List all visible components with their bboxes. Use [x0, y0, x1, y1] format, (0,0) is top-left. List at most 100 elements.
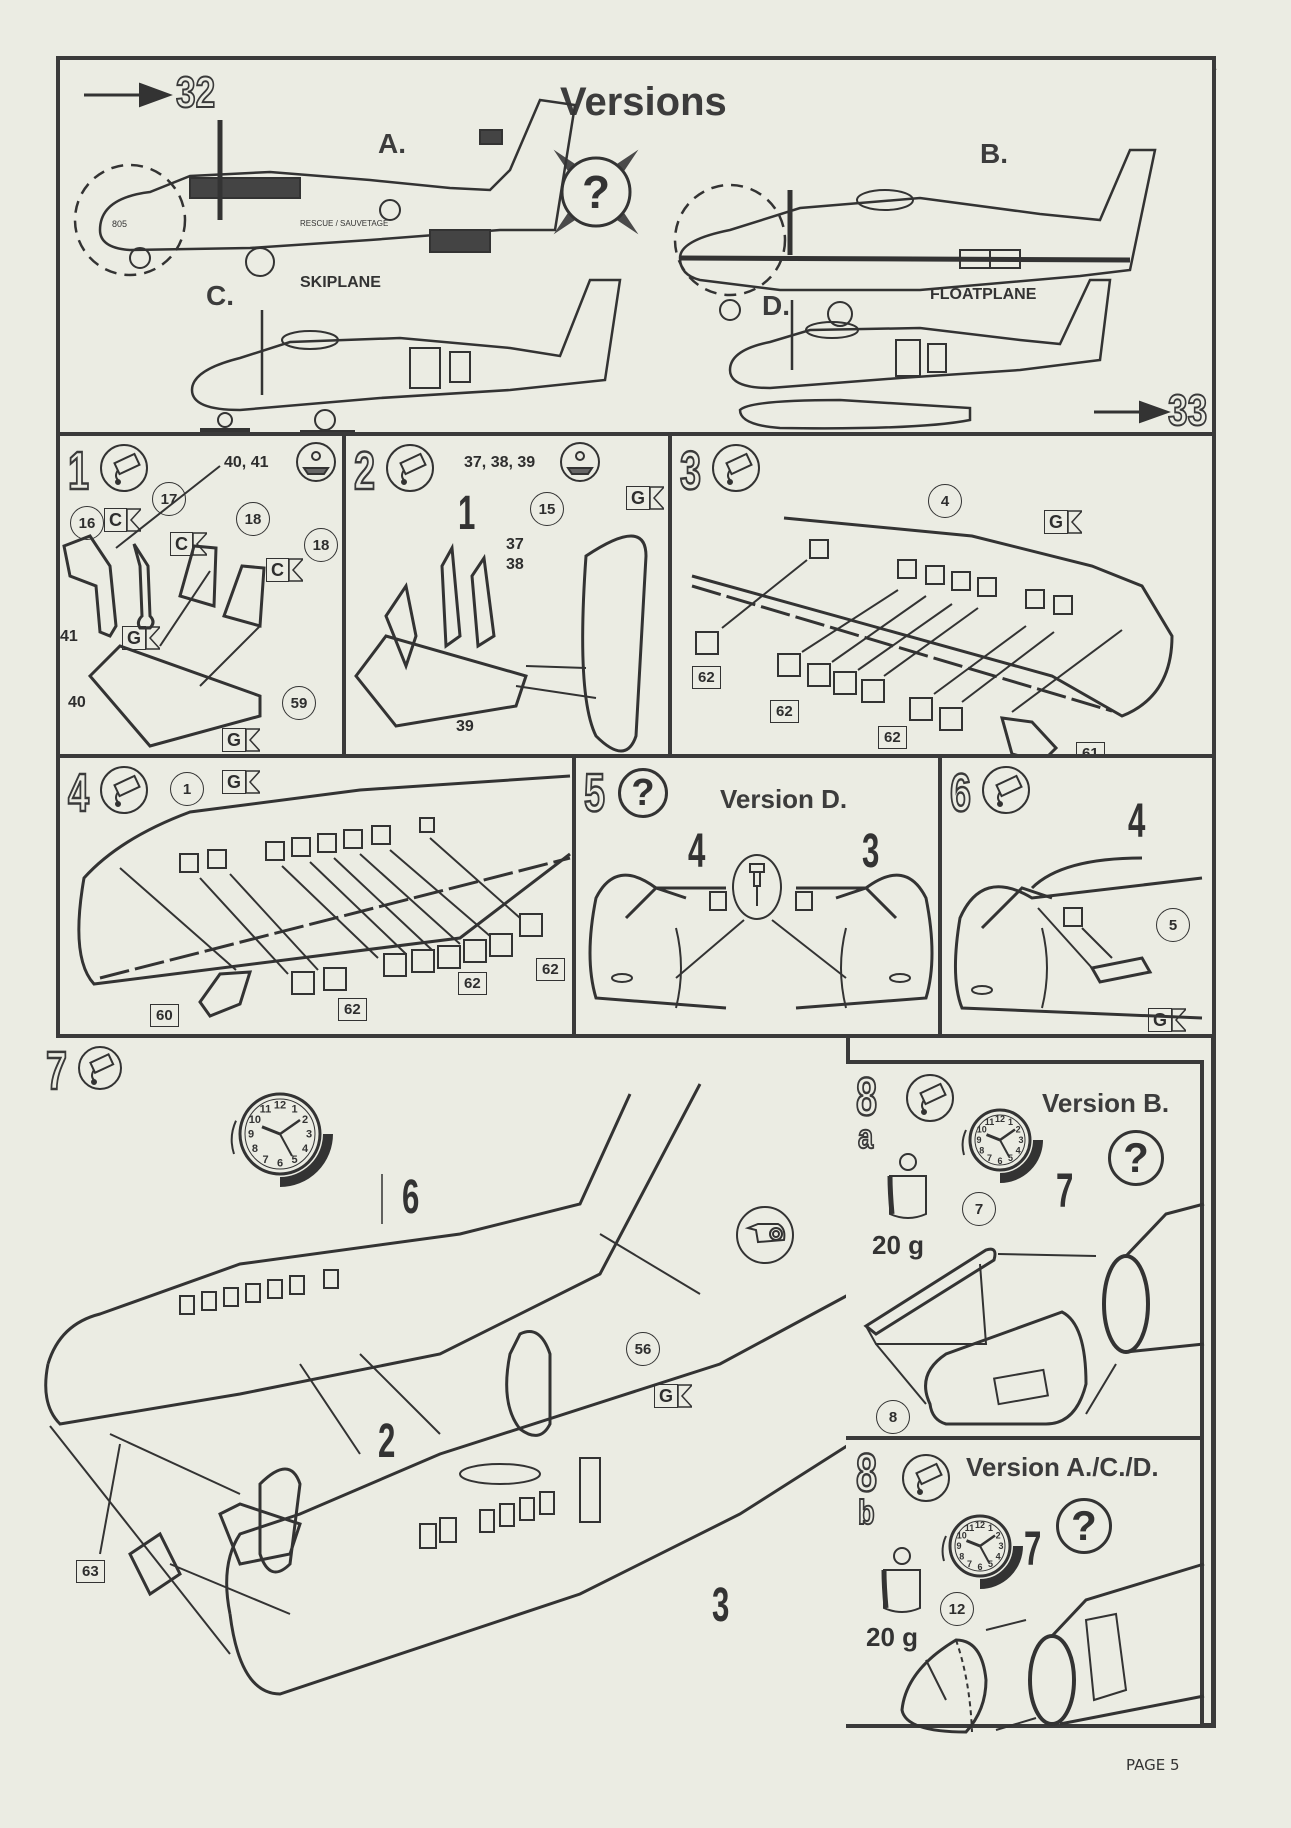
- glue-tube-icon: [982, 766, 1030, 814]
- clock-arc: [999, 1139, 1043, 1183]
- clock-numeral: 9: [956, 1541, 961, 1551]
- part-number: 56: [626, 1332, 660, 1366]
- glue-tube-icon: [100, 444, 148, 492]
- step-heading: Version A./C./D.: [966, 1452, 1159, 1482]
- color-flag: G: [626, 486, 665, 510]
- part-box-label: 62: [536, 958, 565, 981]
- step-1-panel: 1 40, 41 16 17 18 18 C C C G G 41 40 59: [56, 432, 346, 758]
- version-b-label: B.: [980, 138, 1008, 169]
- clock-numeral: 3: [1018, 1135, 1023, 1145]
- fuselage-half-drawing: [77, 774, 571, 1018]
- plane-d-drawing: [728, 278, 1112, 430]
- clock-numeral: 9: [976, 1135, 981, 1145]
- part-box-label: 62: [770, 700, 799, 723]
- fuselage-half-drawing: [691, 516, 1174, 764]
- part-number: 1: [170, 772, 204, 806]
- part-number: 18: [236, 502, 270, 536]
- clock-second-hand: [979, 1545, 990, 1563]
- clock-numeral: 2: [996, 1531, 1001, 1541]
- clock-numeral: 2: [1016, 1125, 1021, 1135]
- svg-text:RESCUE / SAUVETAGE: RESCUE / SAUVETAGE: [300, 219, 388, 228]
- svg-text:?: ?: [582, 166, 610, 218]
- glue-tube-icon: [712, 444, 760, 492]
- color-flag: G: [1044, 510, 1083, 534]
- svg-text:805: 805: [112, 219, 127, 229]
- drill-icon: [732, 854, 782, 920]
- part-number: 5: [1156, 908, 1190, 942]
- part-number: 16: [70, 506, 104, 540]
- step-number: 6: [949, 763, 972, 823]
- glue-tube-icon: [78, 1046, 122, 1090]
- cockpit-drawing: [62, 465, 266, 748]
- clock-numeral: 3: [306, 1129, 312, 1141]
- part-number: 8: [876, 1400, 910, 1434]
- glue-tube-icon: [902, 1454, 950, 1502]
- part-number: 18: [304, 528, 338, 562]
- part-number: 4: [928, 484, 962, 518]
- clock-arc: [979, 1545, 1023, 1589]
- clock-numeral: 9: [248, 1129, 254, 1141]
- weight-label: 20 g: [866, 1622, 919, 1652]
- clock-rotation-arrow: [941, 1535, 947, 1562]
- fuselage-front-drawing: [954, 856, 1203, 1020]
- step-number: 8: [855, 1067, 878, 1127]
- ref-arrow-icon: [1094, 400, 1171, 424]
- clock-minute-hand: [279, 1118, 301, 1136]
- question-mark-icon: ?: [1108, 1130, 1164, 1186]
- weight-icon: [881, 1547, 921, 1613]
- part-box-label: 62: [692, 666, 721, 689]
- versions-title: Versions: [560, 80, 727, 124]
- part-number: 17: [152, 482, 186, 516]
- clock-minute-hand: [979, 1534, 996, 1548]
- clock-numeral: 6: [277, 1158, 283, 1170]
- clock-second-hand: [279, 1133, 293, 1157]
- part-label: 41: [60, 628, 78, 645]
- sub-assembly-number: 2: [378, 1415, 396, 1468]
- step-2-panel: 2 37, 38, 39 1 15 G 37 38 39: [342, 432, 672, 758]
- sub-assembly-number: 7: [1024, 1523, 1042, 1576]
- question-mark-star-icon: ?: [553, 149, 639, 235]
- sub-assembly-number: 4: [1128, 795, 1146, 848]
- version-c-label: C.: [206, 280, 234, 311]
- version-a-label: A.: [378, 128, 406, 159]
- clock-numeral: 6: [997, 1156, 1002, 1166]
- clock-hour-hand: [965, 1539, 981, 1548]
- step-number: 4: [67, 763, 90, 823]
- clock-numeral: 2: [302, 1114, 308, 1126]
- plane-b-drawing: [673, 148, 1157, 327]
- step-6-panel: 6 4 5 G: [938, 754, 1216, 1038]
- clock-numeral: 3: [998, 1541, 1003, 1551]
- part-number: 15: [530, 492, 564, 526]
- part-number: 59: [282, 686, 316, 720]
- divider: [56, 1034, 856, 1038]
- clock-hour-hand: [985, 1133, 1001, 1142]
- clock-numeral: 6: [977, 1562, 982, 1572]
- color-flag: G: [222, 770, 261, 794]
- part-label: 37: [506, 536, 524, 553]
- clock-numeral: 10: [957, 1531, 967, 1541]
- clock-rotation-arrow: [230, 1120, 237, 1155]
- step-number: 2: [353, 441, 376, 501]
- page-number: PAGE 5: [1126, 1756, 1180, 1774]
- clock-numeral: 10: [977, 1125, 987, 1135]
- step-5-panel: 5 ? Version D. 4 3: [572, 754, 942, 1038]
- color-flag: G: [122, 626, 161, 650]
- cockpit-assembly-drawing: [354, 534, 648, 753]
- versions-panel: 32 Versions ? A. 805 RESCUE / SAUVETAGE …: [56, 56, 1216, 436]
- clock-numeral: 1: [988, 1523, 993, 1533]
- part-label: 37, 38, 39: [464, 454, 536, 471]
- clock-numeral: 8: [959, 1552, 964, 1562]
- plane-a-drawing: 805 RESCUE / SAUVETAGE: [73, 98, 577, 277]
- part-box-label: 62: [338, 998, 367, 1021]
- clock-numeral: 11: [965, 1523, 975, 1533]
- clock-numeral: 7: [987, 1153, 992, 1163]
- clock-rotation-arrow: [961, 1129, 967, 1156]
- color-flag: G: [222, 728, 261, 752]
- part-box-label: 60: [150, 1004, 179, 1027]
- question-mark-icon: ?: [1056, 1498, 1112, 1554]
- ref-step-next: 33: [1167, 385, 1208, 436]
